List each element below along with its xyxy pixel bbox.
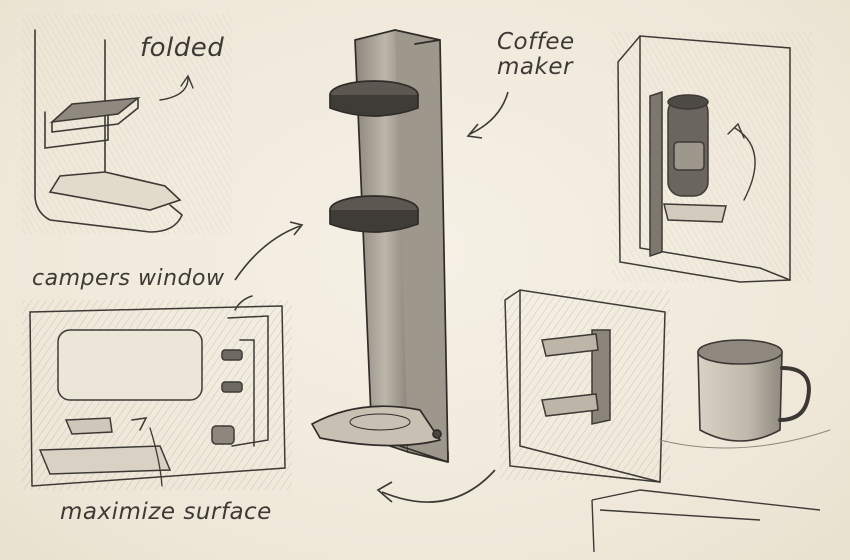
shelf-unit-sketch: [500, 289, 670, 483]
folded-shelf-sketch: [22, 14, 232, 234]
mounted-coffee-maker-sketch: [612, 32, 812, 283]
arrow-bottom: [381, 469, 496, 503]
coffee-tower-sketch: [311, 29, 449, 463]
arrow-to-tower-top: [469, 91, 509, 135]
annotation-folded: folded: [140, 33, 225, 63]
annotation-coffee-maker: Coffee maker: [497, 29, 575, 81]
arrow-to-tower: [234, 225, 301, 281]
annotation-coffee-line1: Coffee: [497, 29, 575, 55]
campers-window-sketch: [22, 295, 292, 490]
mug-sketch: [659, 339, 831, 449]
counter-partial-sketch: [591, 489, 821, 553]
annotation-campers-window: campers window: [32, 266, 225, 291]
annotation-coffee-line2: maker: [497, 54, 573, 81]
annotation-maximize-surface: maximize surface: [60, 499, 272, 525]
